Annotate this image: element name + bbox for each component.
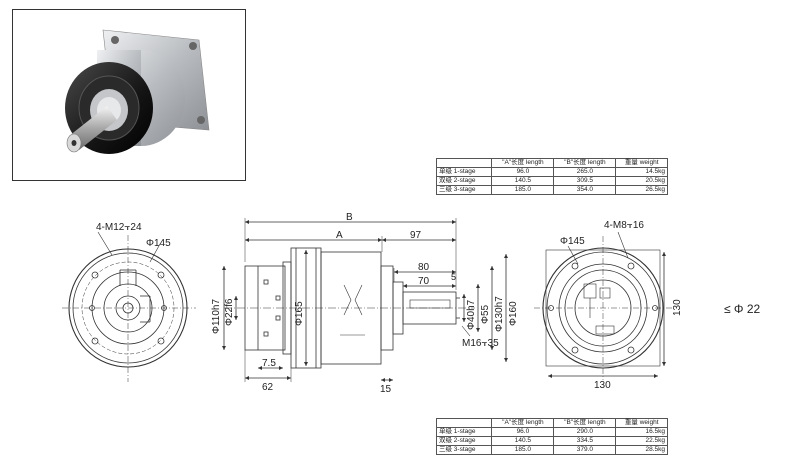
dia-130-label: Φ130h7 xyxy=(494,296,505,332)
dim-5-label: 5 xyxy=(451,272,456,282)
dia-160-label: Φ160 xyxy=(508,301,519,326)
gearbox-photo xyxy=(12,9,246,181)
length-weight-table-bottom: "A"长度 length "B"长度 length 重量 weight 单级 1… xyxy=(435,418,668,455)
table-cell-b: 379.0 xyxy=(553,445,617,455)
front-pcd-label: Φ145 xyxy=(146,238,171,249)
rear-pcd-label: Φ145 xyxy=(560,236,585,247)
dim-7-5-label: 7.5 xyxy=(262,358,276,369)
table-row: 双级 2-stage 140.5 334.5 22.5kg xyxy=(435,436,668,446)
rear-130-horizontal-label: 130 xyxy=(594,380,611,391)
dim-70-label: 70 xyxy=(418,276,430,287)
dim-80-label: 80 xyxy=(418,262,430,273)
dim-97-label: 97 xyxy=(410,230,422,241)
front-holes-label: 4-M12⫟24 xyxy=(96,222,142,233)
rear-130-vertical-label: 130 xyxy=(672,299,683,316)
dim-b-label: B xyxy=(346,212,353,223)
dia-165-label: Φ165 xyxy=(294,301,305,326)
table-cell-weight: 28.5kg xyxy=(615,445,668,455)
dia-22-label: Φ22f6 xyxy=(224,298,235,326)
rear-view xyxy=(534,231,672,380)
table-cell-stage: 三级 3-stage xyxy=(435,185,493,195)
front-view xyxy=(62,231,196,382)
dim-15-label: 15 xyxy=(380,384,392,395)
gearbox-photo-image xyxy=(65,29,210,154)
dim-a-label: A xyxy=(336,230,343,241)
table-cell-weight: 26.5kg xyxy=(615,185,668,195)
thread-m16-label: M16⫟35 xyxy=(462,338,499,349)
dim-62-label: 62 xyxy=(262,382,274,393)
side-view xyxy=(222,218,508,382)
shaft-limit-note: ≤ Φ 22 xyxy=(724,302,761,316)
length-weight-table-top: "A"长度 length "B"长度 length 重量 weight 单级 1… xyxy=(435,158,668,195)
table-cell-b: 354.0 xyxy=(553,185,617,195)
rear-holes-label: 4-M8⫟16 xyxy=(604,220,644,231)
table-row: 三级 3-stage 185.0 379.0 28.5kg xyxy=(435,445,668,455)
dia-40-label: Φ40h7 xyxy=(466,299,477,330)
dia-110-label: Φ110h7 xyxy=(211,299,222,334)
dia-55-label: Φ55 xyxy=(480,304,491,324)
table-row: 三级 3-stage 185.0 354.0 26.5kg xyxy=(435,185,668,195)
table-cell-stage: 三级 3-stage xyxy=(435,445,493,455)
